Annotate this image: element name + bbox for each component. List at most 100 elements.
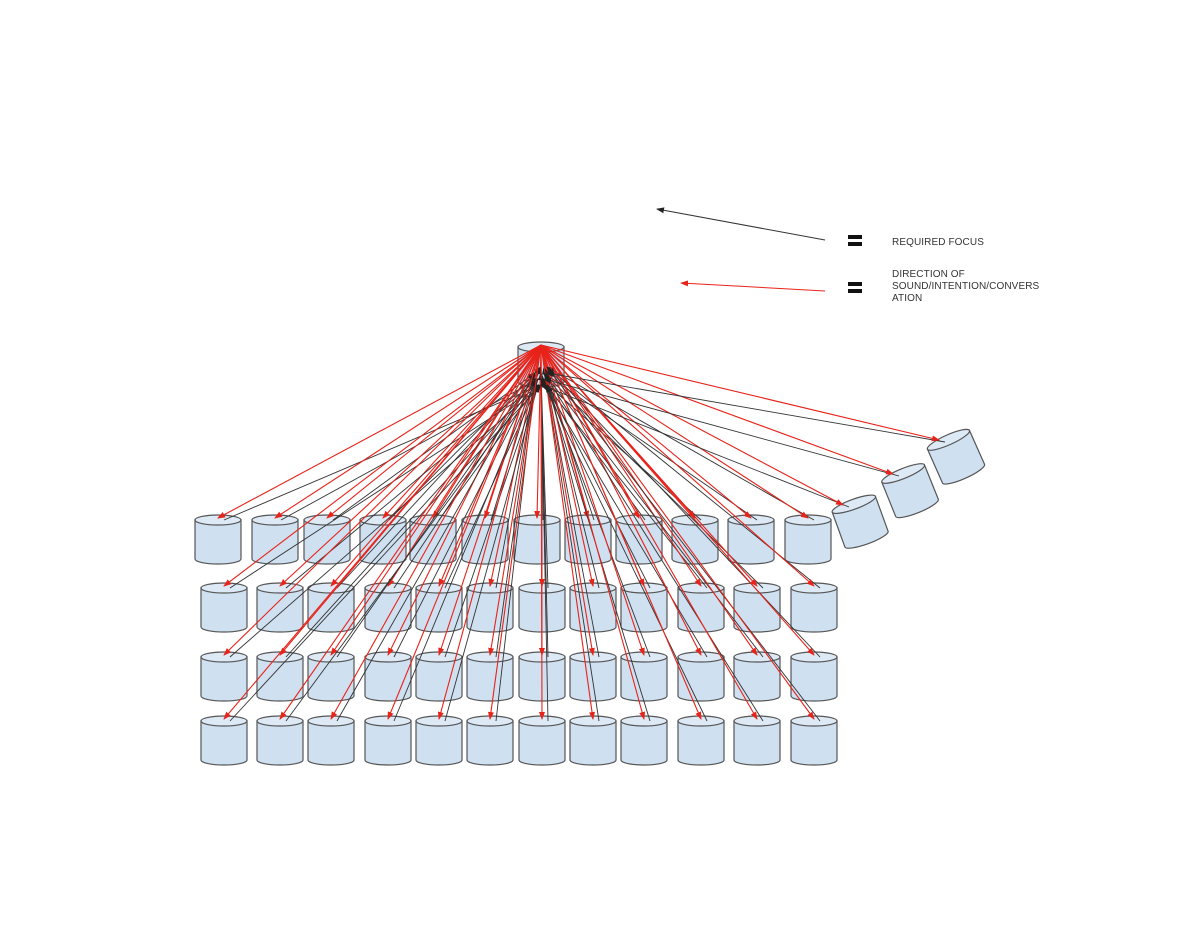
focus-arrow <box>336 372 536 722</box>
sound-arrow <box>382 344 542 519</box>
listener-cylinder <box>790 582 838 633</box>
focus-arrow <box>546 371 946 443</box>
legend-label-focus: REQUIRED FOCUS <box>892 237 984 248</box>
sound-arrow <box>223 344 542 656</box>
arrows <box>217 344 946 722</box>
focus-arrow <box>495 378 537 658</box>
sound-arrow <box>540 344 815 720</box>
sound-arrow <box>488 344 542 656</box>
sound-arrow <box>540 344 758 720</box>
focus-arrow <box>393 366 542 722</box>
focus-arrow <box>540 384 850 508</box>
focus-arrow <box>542 366 600 722</box>
legend-arrows <box>656 207 826 292</box>
sound-arrow <box>387 344 542 656</box>
listener-cylinder <box>256 715 304 766</box>
sound-arrow <box>540 344 815 656</box>
sound-arrow <box>540 344 894 475</box>
focus-arrow <box>444 384 540 722</box>
sound-arrow <box>274 344 542 519</box>
listener-cylinder <box>733 582 781 633</box>
listener-cylinder <box>200 582 248 633</box>
sound-arrow <box>540 344 809 519</box>
listener-cylinder <box>831 494 889 549</box>
listener-cylinder <box>303 514 351 565</box>
sound-arrow <box>279 344 542 587</box>
listener-cylinder <box>251 514 299 565</box>
focus-arrow <box>540 378 708 658</box>
sound-arrow <box>217 344 542 519</box>
focus-arrow <box>336 372 536 658</box>
listener-cylinder <box>620 715 668 766</box>
focus-arrow <box>543 372 764 722</box>
sound-arrow <box>540 344 645 656</box>
listener-cylinder <box>677 651 725 702</box>
sound-arrow <box>540 344 940 442</box>
focus-arrow <box>229 384 542 658</box>
sound-arrow <box>540 344 646 720</box>
listener-cylinder <box>466 651 514 702</box>
listener-cylinder <box>677 582 725 633</box>
listener-cylinder <box>620 651 668 702</box>
focus-arrow <box>393 366 542 658</box>
audience-cylinders <box>194 341 986 766</box>
listener-cylinder <box>200 651 248 702</box>
sound-arrow <box>438 344 542 656</box>
listener-cylinder <box>409 514 457 565</box>
sound-arrow <box>223 344 542 720</box>
legend-line: DIRECTION OF <box>892 269 965 280</box>
focus-arrow <box>229 384 542 722</box>
listener-cylinder <box>564 514 612 565</box>
focus-arrow <box>444 384 539 658</box>
legend-label-sound: DIRECTION OF SOUND/INTENTION/CONVERS ATI… <box>892 269 1039 305</box>
listener-cylinder <box>364 582 412 633</box>
sound-arrow <box>540 344 596 720</box>
legend-sound-arrow <box>680 280 826 292</box>
listener-cylinder <box>569 582 617 633</box>
listener-cylinder <box>518 715 566 766</box>
listener-cylinder <box>784 514 832 565</box>
legend-line: SOUND/INTENTION/CONVERS <box>892 281 1040 292</box>
listener-cylinder <box>200 715 248 766</box>
listener-cylinder <box>881 463 939 519</box>
focus-arrow <box>546 384 651 589</box>
listener-cylinder <box>256 582 304 633</box>
listener-cylinder <box>790 715 838 766</box>
focus-arrow <box>332 372 536 521</box>
listener-cylinder <box>194 514 242 565</box>
listener-cylinder <box>415 715 463 766</box>
listener-cylinder <box>569 651 617 702</box>
listener-cylinder <box>359 514 407 565</box>
sound-arrow <box>387 344 542 720</box>
sound-arrow <box>223 344 542 587</box>
listener-cylinder <box>256 651 304 702</box>
equals-icon <box>848 235 862 246</box>
listener-cylinder <box>415 651 463 702</box>
listener-cylinder <box>926 428 986 485</box>
listener-cylinder <box>727 514 775 565</box>
legend-focus-arrow <box>656 207 826 241</box>
focus-arrow <box>543 372 764 658</box>
focus-arrow <box>285 378 539 722</box>
listener-cylinder <box>364 715 412 766</box>
listener-cylinder <box>466 715 514 766</box>
sound-arrow <box>330 344 542 720</box>
listener-cylinder <box>513 514 561 565</box>
focus-arrow <box>546 366 815 521</box>
listener-cylinder <box>677 715 725 766</box>
listener-cylinder <box>307 715 355 766</box>
sound-arrow <box>330 344 542 656</box>
sound-arrow <box>540 344 844 506</box>
legend-line: ATION <box>892 293 923 304</box>
listener-cylinder <box>733 715 781 766</box>
focus-arrow <box>546 366 821 722</box>
listener-cylinder <box>307 651 355 702</box>
focus-arrow <box>543 377 900 477</box>
sound-arrow <box>326 344 542 519</box>
sound-arrow <box>487 344 542 720</box>
sound-arrow <box>279 344 542 720</box>
sound-arrow <box>540 344 702 720</box>
sound-arrow <box>538 344 545 720</box>
sound-arrow <box>387 344 542 587</box>
listener-cylinder <box>733 651 781 702</box>
